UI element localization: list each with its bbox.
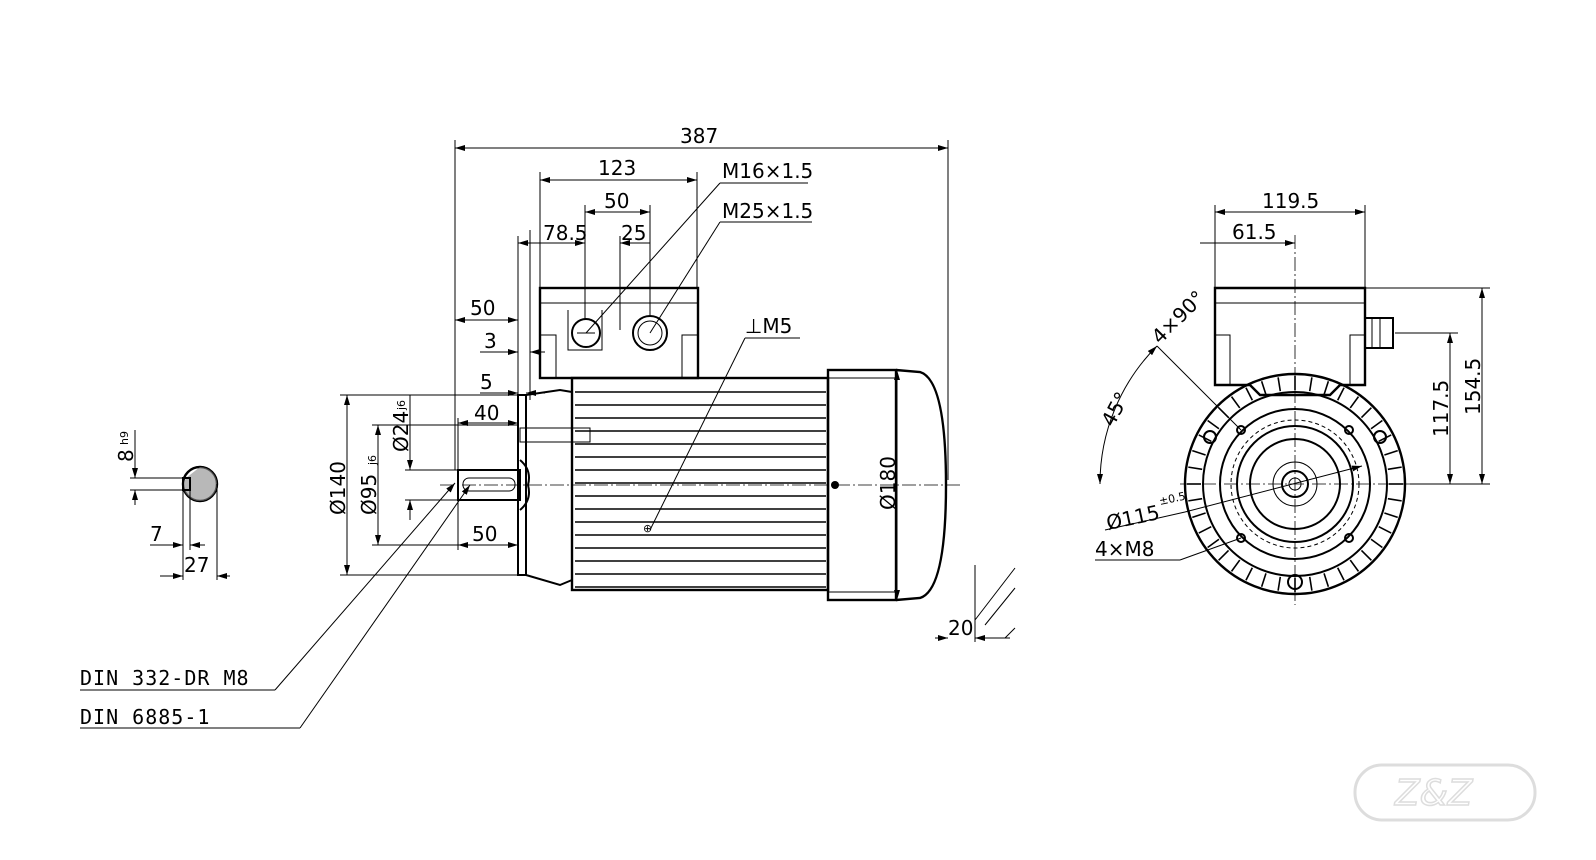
dim-flange-diameter: Ø140 [326, 461, 350, 515]
side-view: ⊕ 387 12 [326, 124, 1016, 642]
dim-key-width: 8 [114, 449, 138, 462]
end-fin [1207, 419, 1220, 430]
dim-box-center-offset: 61.5 [1232, 220, 1277, 244]
dim-key-length: 40 [474, 401, 499, 425]
dim-gland-offset: 25 [621, 221, 646, 245]
dim-spigot-depth: 5 [480, 370, 493, 394]
key-tolerance: h9 [118, 431, 131, 445]
end-fin [1336, 567, 1345, 581]
dim-shaft-length: 50 [472, 522, 497, 546]
motor-body: ⊕ [570, 376, 839, 592]
dim-gland-spacing: 50 [604, 189, 629, 213]
end-fin [1277, 377, 1282, 392]
dim-pitch-circle: Ø115 [1104, 500, 1162, 535]
gland-m25-label: M25×1.5 [722, 199, 813, 223]
end-fin [1188, 497, 1203, 502]
end-fin [1308, 576, 1313, 591]
spigot-tolerance: j6 [366, 455, 379, 466]
terminal-box [538, 286, 700, 380]
end-fin [1378, 525, 1392, 534]
end-fin [1245, 567, 1254, 581]
end-fin [1336, 387, 1345, 401]
end-fin [1387, 497, 1402, 502]
shaft-tolerance: j6 [395, 400, 408, 411]
end-fin [1360, 407, 1372, 419]
logo-text: Z&Z [1394, 773, 1474, 814]
pitch-tolerance: ±0.5 [1158, 490, 1187, 508]
end-fin [1349, 559, 1360, 572]
angle-holes: 4×90° [1147, 286, 1210, 349]
end-fin [1323, 573, 1330, 587]
gland-m16-icon [571, 318, 601, 348]
end-fin [1349, 396, 1360, 409]
end-view: 119.5 61.5 154.5 117.5 45° 4×90° Ø115 ±0… [1095, 189, 1490, 605]
dim-shaft-height: 27 [184, 553, 209, 577]
end-fin [1230, 559, 1241, 572]
company-logo: Z&Z [1353, 763, 1537, 822]
end-fin [1230, 396, 1241, 409]
end-fin [1370, 419, 1383, 430]
dim-flange-to-box: 50 [470, 296, 495, 320]
gland-m16-label: M16×1.5 [722, 159, 813, 183]
end-fin [1308, 377, 1313, 392]
end-fin [1192, 512, 1206, 519]
end-fin [1260, 573, 1267, 587]
end-fin [1370, 538, 1383, 549]
end-fin [1277, 576, 1282, 591]
dim-box-length: 123 [598, 156, 636, 180]
mounting-holes [1203, 425, 1387, 590]
dim-box-height: 154.5 [1461, 358, 1485, 415]
end-fin [1384, 449, 1398, 456]
dim-flange-thickness: 3 [484, 329, 497, 353]
dim-gland-height: 117.5 [1429, 380, 1453, 437]
end-fin [1192, 449, 1206, 456]
end-fin [1245, 387, 1254, 401]
angle-start: 45° [1096, 388, 1134, 431]
end-fin [1323, 381, 1330, 395]
flange [517, 388, 591, 587]
key-section: 8 h9 7 27 [114, 430, 230, 580]
end-fin [1384, 512, 1398, 519]
dim-box-width: 119.5 [1262, 189, 1319, 213]
svg-text:⊕: ⊕ [643, 522, 652, 535]
dim-shaft-diameter: Ø24 [389, 411, 413, 452]
end-fin [1218, 549, 1230, 561]
dim-fan-cover-diameter: Ø180 [876, 456, 900, 510]
standards-leaders: DIN 332-DR M8 DIN 6885-1 [80, 482, 471, 729]
dim-key-depth: 7 [150, 522, 163, 546]
dim-foot-offset: 20 [948, 616, 973, 640]
cable-gland-icon [1364, 317, 1394, 349]
dim-overall-length: 387 [680, 124, 718, 148]
centre-hole-standard: DIN 332-DR M8 [80, 666, 250, 690]
end-fin [1188, 466, 1203, 471]
dim-box-offset: 78.5 [543, 221, 588, 245]
end-fin [1207, 538, 1220, 549]
end-fin [1387, 466, 1402, 471]
end-fin [1260, 381, 1267, 395]
side-dimensions: 387 123 50 78.5 25 50 3 5 [326, 124, 1016, 642]
end-fin [1198, 525, 1212, 534]
holes-label: 4×M8 [1095, 537, 1154, 561]
key-standard: DIN 6885-1 [80, 705, 210, 729]
gland-m25-icon [632, 315, 668, 351]
end-fin [1360, 549, 1372, 561]
earth-thread-label: ⊥M5 [745, 314, 792, 338]
dim-spigot-diameter: Ø95 [357, 474, 381, 515]
end-terminal-box [1213, 286, 1394, 397]
